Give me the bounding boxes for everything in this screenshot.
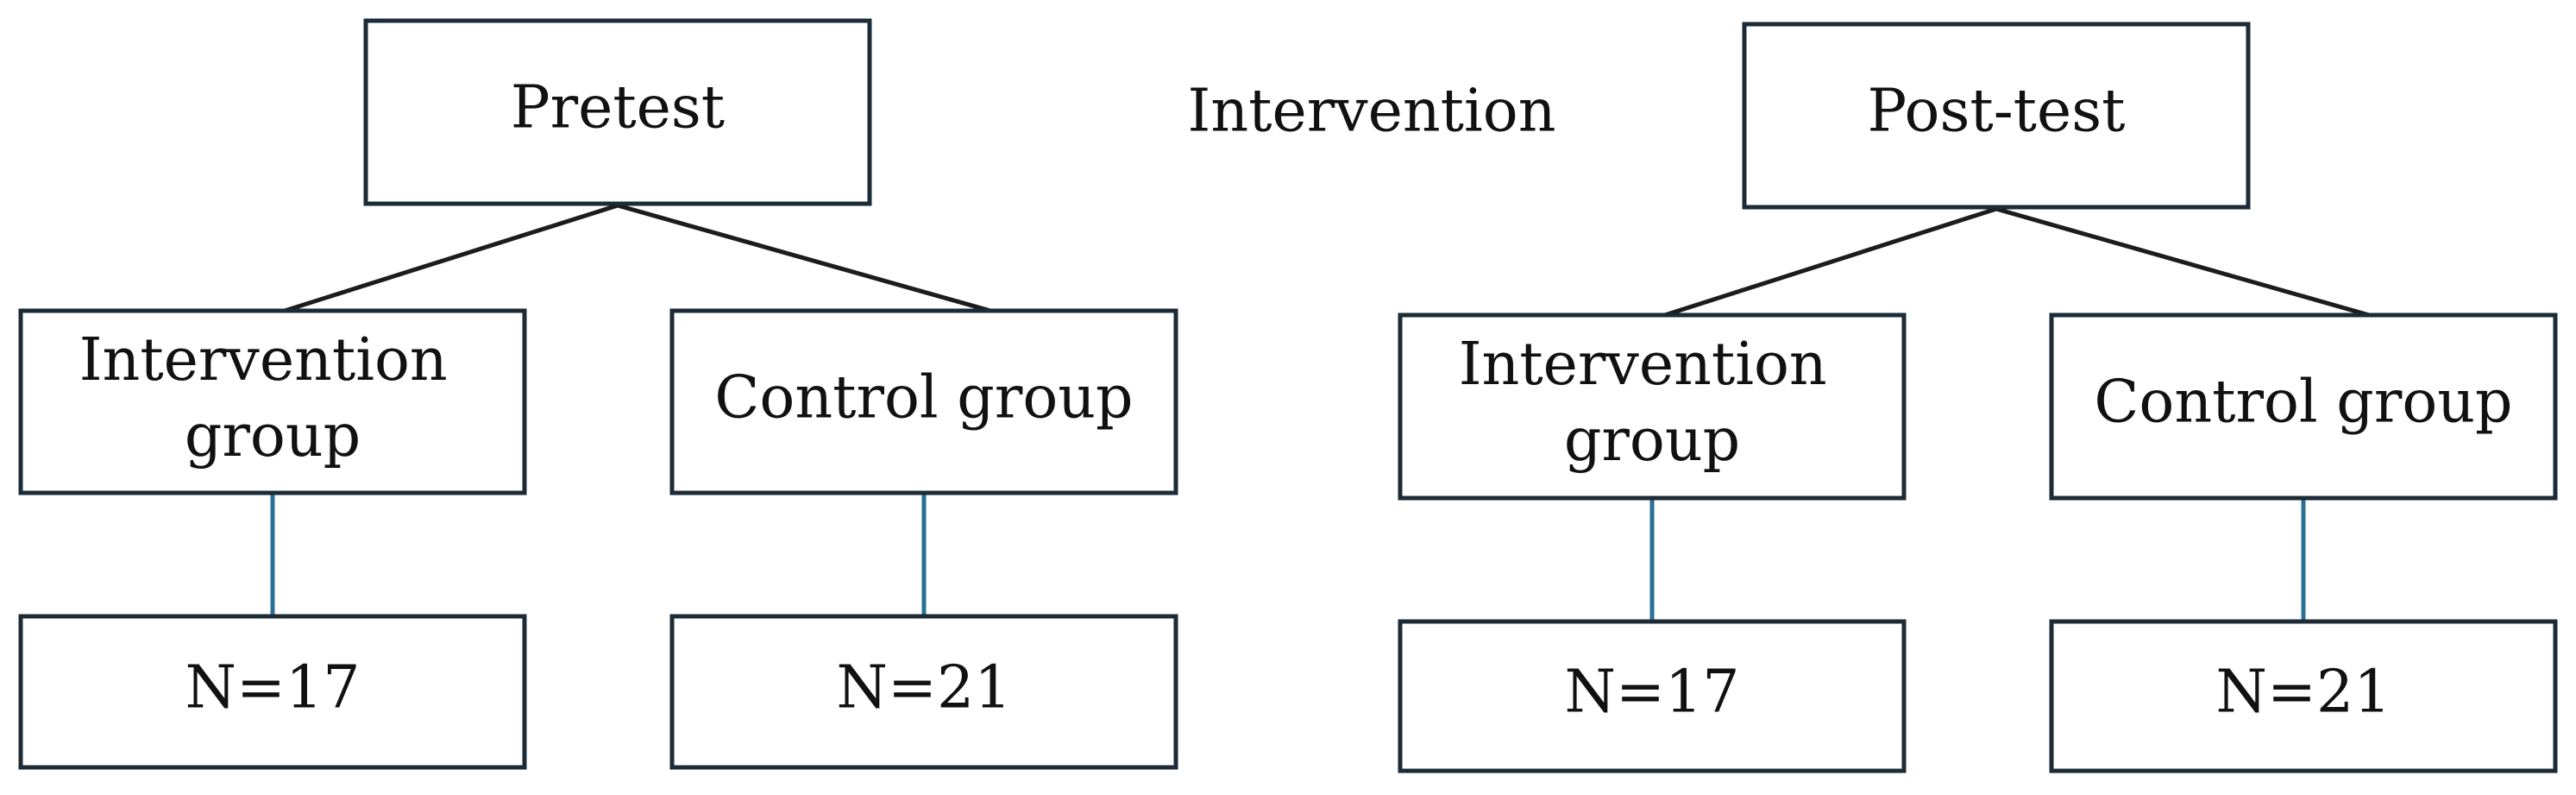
posttest-control-n: N=21 [2215,659,2391,727]
posttest-intervention-n: N=17 [1564,659,1739,727]
posttest-intervention-group-box: Intervention group [1398,312,1907,501]
pretest-control-n-box: N=21 [669,614,1178,770]
pretest-intervention-group-line-2: group [185,402,361,470]
connector-pretest-to-intervention [284,203,619,313]
posttest-intervention-group-line-1: Intervention [1459,331,1827,399]
pretest-control-group-label: Control group [714,364,1133,432]
intervention-phase-label: Intervention [1188,78,1556,146]
posttest-control-n-box: N=21 [2049,619,2558,773]
pretest-intervention-group-box: Intervention group [18,308,527,495]
connector-posttest-to-control [1995,206,2370,318]
pretest-control-group-box: Control group [669,308,1178,495]
posttest-control-group-label: Control group [2094,369,2512,437]
posttest-control-group-box: Control group [2049,312,2558,501]
pretest-control-n: N=21 [836,654,1011,722]
posttest-intervention-group-label: Intervention group [1459,331,1846,475]
pretest-title: Pretest [511,74,725,142]
pretest-intervention-n-box: N=17 [18,614,527,770]
posttest-intervention-group-line-2: group [1564,407,1740,475]
connector-posttest-to-intervention [1664,206,1997,318]
pretest-intervention-group-label: Intervention group [79,326,467,470]
pretest-box: Pretest [363,18,872,206]
posttest-title: Post-test [1868,78,2126,146]
pretest-intervention-n: N=17 [185,654,360,722]
posttest-box: Post-test [1742,22,2251,210]
posttest-intervention-n-box: N=17 [1398,619,1907,773]
connector-pretest-to-control [617,203,991,313]
connectors [270,203,2370,621]
pretest-intervention-group-line-1: Intervention [79,326,448,394]
